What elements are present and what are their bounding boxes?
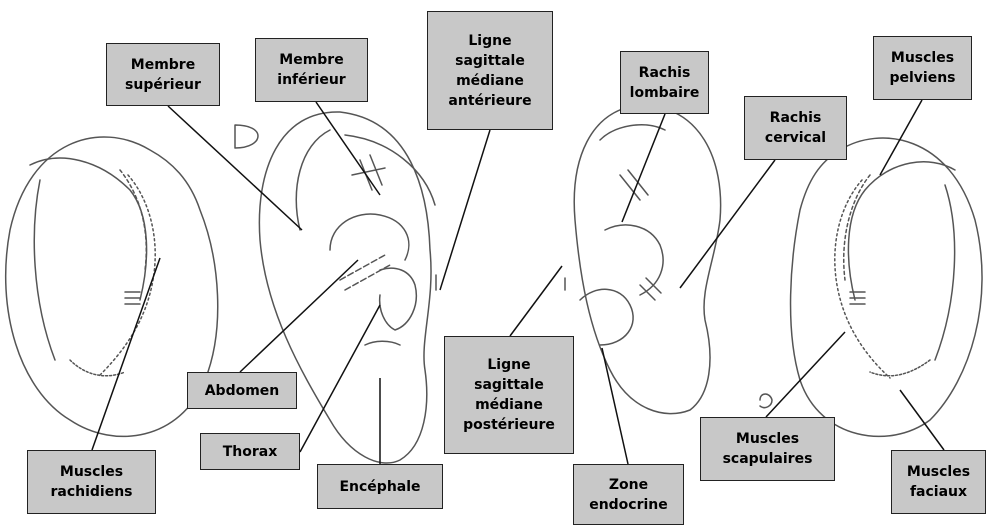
leader-rachis-cervical [680,160,775,288]
ear-back-far-right [760,138,982,436]
label-ligne-sagittale-anterieure: Ligne sagittale médiane antérieure [427,11,553,130]
label-muscles-scapulaires: Muscles scapulaires [700,417,835,481]
label-thorax: Thorax [200,433,300,470]
label-abdomen: Abdomen [187,372,297,409]
label-ligne-sagittale-posterieure: Ligne sagittale médiane postérieure [444,336,574,454]
leader-muscles-faciaux [900,390,944,450]
ear-back-center [565,105,721,414]
leader-muscles-rachidiens [92,258,160,450]
leader-rachis-lombaire [622,114,665,222]
label-rachis-cervical: Rachis cervical [744,96,847,160]
label-membre-superieur: Membre supérieur [106,43,220,106]
label-muscles-pelviens: Muscles pelviens [873,36,972,100]
ear-back-left [6,137,218,436]
leader-ligne-posterieure [510,266,562,336]
leader-thorax [300,305,380,452]
label-muscles-rachidiens: Muscles rachidiens [27,450,156,514]
leader-zone-endocrine [602,348,628,464]
label-muscles-faciaux: Muscles faciaux [891,450,986,514]
ear-front-right [235,112,436,463]
label-zone-endocrine: Zone endocrine [573,464,684,525]
label-membre-inferieur: Membre inférieur [255,38,368,102]
label-encephale: Encéphale [317,464,443,509]
leader-membre-inferieur [316,102,380,195]
leader-muscles-scapulaires [766,332,845,417]
leader-ligne-anterieure [440,130,490,290]
leader-abdomen [240,260,358,372]
label-rachis-lombaire: Rachis lombaire [620,51,709,114]
